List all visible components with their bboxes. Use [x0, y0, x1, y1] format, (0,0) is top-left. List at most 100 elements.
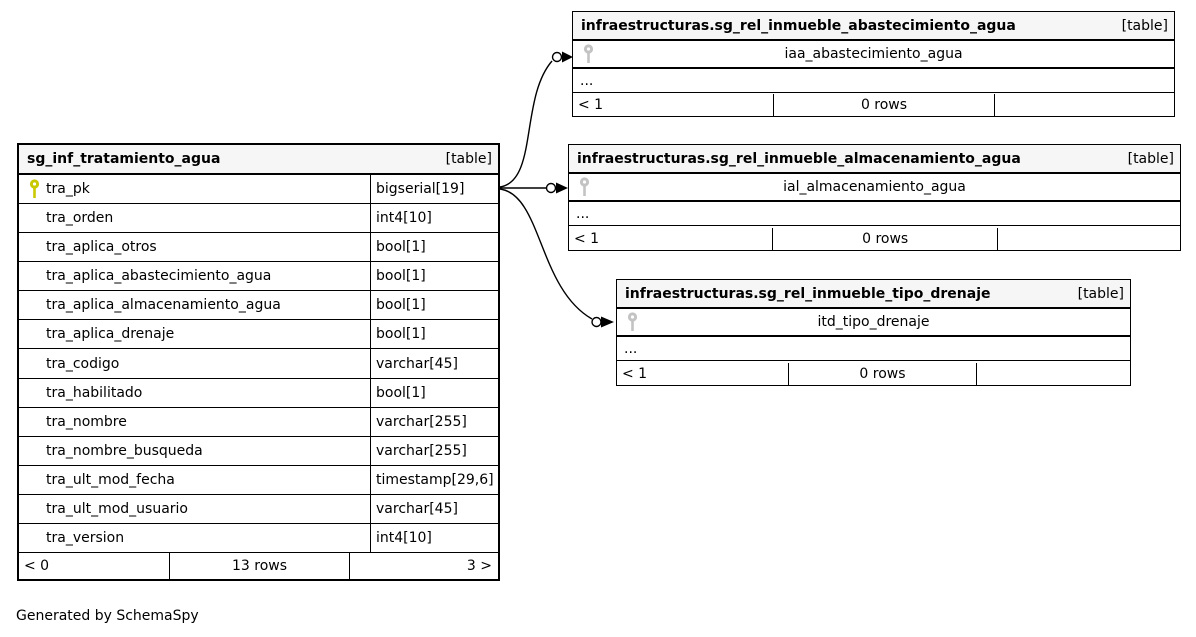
connector-line-abastecimiento: [499, 60, 553, 188]
table-name[interactable]: infraestructuras.sg_rel_inmueble_almacen…: [577, 150, 1021, 167]
table-row: tra_ult_mod_usuario varchar[45]: [19, 494, 498, 524]
table-footer: < 1 0 rows: [617, 363, 1130, 385]
column-name: tra_aplica_otros: [46, 239, 157, 256]
column-name-cell: tra_nombre: [19, 408, 370, 436]
column-type: bool[1]: [370, 320, 498, 349]
primary-key-icon: [29, 179, 40, 199]
table-row: tra_nombre_busqueda varchar[255]: [19, 436, 498, 466]
footer-row-count: 13 rows: [169, 553, 350, 579]
ellipsis-row: ...: [573, 69, 1174, 93]
table-row: tra_codigo varchar[45]: [19, 349, 498, 379]
column-name-cell: tra_aplica_drenaje: [19, 320, 370, 348]
column-name: tra_nombre_busqueda: [46, 442, 203, 459]
column-type: int4[10]: [370, 204, 498, 233]
footer-children: [995, 94, 1174, 116]
table-footer: < 0 13 rows 3 >: [19, 553, 498, 579]
footer-row-count: 0 rows: [787, 363, 978, 385]
column-type: int4[10]: [370, 523, 498, 553]
column-name-cell: tra_pk: [19, 175, 370, 203]
column-type: bool[1]: [370, 262, 498, 291]
column-type: varchar[255]: [370, 436, 498, 465]
table-sg-rel-inmueble-tipo-drenaje: infraestructuras.sg_rel_inmueble_tipo_dr…: [616, 279, 1131, 386]
column-name-cell: tra_aplica_otros: [19, 233, 370, 261]
column-name-cell: tra_habilitado: [19, 379, 370, 407]
column-name: tra_nombre: [46, 413, 127, 430]
table-name[interactable]: sg_inf_tratamiento_agua: [27, 151, 221, 167]
column-name-cell: tra_aplica_abastecimiento_agua: [19, 262, 370, 290]
column-name-cell: tra_version: [19, 524, 370, 552]
table-footer: < 1 0 rows: [569, 228, 1180, 250]
column-name: ial_almacenamiento_agua: [783, 179, 966, 195]
table-row: tra_version int4[10]: [19, 523, 498, 554]
table-row: iaa_abastecimiento_agua: [573, 41, 1174, 69]
table-row: tra_aplica_almacenamiento_agua bool[1]: [19, 291, 498, 321]
footer-row-count: 0 rows: [772, 228, 998, 250]
table-row: tra_aplica_otros bool[1]: [19, 233, 498, 263]
table-row: tra_ult_mod_fecha timestamp[29,6]: [19, 465, 498, 495]
column-name-cell: tra_codigo: [19, 349, 370, 377]
footer-parents: < 1: [574, 231, 600, 247]
column-name-cell: tra_ult_mod_usuario: [19, 495, 370, 523]
connector-arrow-drenaje: [601, 316, 614, 328]
column-name: tra_codigo: [46, 355, 120, 372]
table-header: infraestructuras.sg_rel_inmueble_almacen…: [569, 145, 1180, 174]
column-type: varchar[45]: [370, 494, 498, 523]
column-type: bool[1]: [370, 291, 498, 320]
column-name: tra_orden: [46, 210, 114, 227]
table-footer: < 1 0 rows: [573, 94, 1174, 116]
table-header: infraestructuras.sg_rel_inmueble_abastec…: [573, 12, 1174, 41]
table-header: sg_inf_tratamiento_agua [table]: [19, 145, 498, 175]
column-type: varchar[45]: [370, 349, 498, 378]
footer-children: [998, 228, 1180, 250]
table-row: itd_tipo_drenaje: [617, 309, 1130, 337]
generated-by-note: Generated by SchemaSpy: [16, 608, 199, 624]
column-name: tra_aplica_almacenamiento_agua: [46, 297, 281, 314]
footer-children: 3 >: [466, 558, 492, 574]
table-name[interactable]: infraestructuras.sg_rel_inmueble_tipo_dr…: [625, 285, 991, 302]
column-name: iaa_abastecimiento_agua: [784, 46, 963, 62]
connector-line-drenaje: [499, 188, 593, 320]
table-tag: [table]: [1121, 17, 1168, 34]
column-name: tra_aplica_abastecimiento_agua: [46, 268, 272, 285]
column-type: varchar[255]: [370, 407, 498, 436]
column-type: bool[1]: [370, 378, 498, 407]
key-icon: [583, 44, 594, 64]
column-name-cell: tra_nombre_busqueda: [19, 437, 370, 465]
column-name: tra_pk: [46, 181, 90, 198]
column-name: tra_aplica_drenaje: [46, 326, 175, 343]
footer-parents: < 1: [622, 366, 648, 382]
column-type: timestamp[29,6]: [370, 465, 498, 494]
table-row: tra_habilitado bool[1]: [19, 378, 498, 408]
table-name[interactable]: infraestructuras.sg_rel_inmueble_abastec…: [581, 17, 1016, 34]
column-name-cell: tra_aplica_almacenamiento_agua: [19, 291, 370, 319]
table-row: ial_almacenamiento_agua: [569, 174, 1180, 202]
table-tag: [table]: [1077, 285, 1124, 302]
table-row: tra_pk bigserial[19]: [19, 175, 498, 205]
table-sg-rel-inmueble-abastecimiento-agua: infraestructuras.sg_rel_inmueble_abastec…: [572, 11, 1175, 117]
table-row: tra_nombre varchar[255]: [19, 407, 498, 437]
footer-row-count: 0 rows: [773, 94, 995, 116]
table-sg-rel-inmueble-almacenamiento-agua: infraestructuras.sg_rel_inmueble_almacen…: [568, 144, 1181, 251]
column-name-cell: tra_orden: [19, 204, 370, 232]
table-row: tra_orden int4[10]: [19, 204, 498, 234]
ellipsis-row: ...: [617, 337, 1130, 361]
column-name: tra_ult_mod_usuario: [46, 500, 188, 517]
column-type: bool[1]: [370, 233, 498, 262]
table-row: tra_aplica_drenaje bool[1]: [19, 320, 498, 350]
column-name: tra_version: [46, 529, 125, 546]
key-icon: [627, 312, 638, 332]
table-header: infraestructuras.sg_rel_inmueble_tipo_dr…: [617, 280, 1130, 309]
key-icon: [579, 177, 590, 197]
connector-arrow-abastecimiento: [562, 51, 573, 63]
connector-arrow-almacenamiento: [556, 182, 568, 194]
table-tag: [table]: [445, 151, 492, 167]
column-name-cell: tra_ult_mod_fecha: [19, 466, 370, 494]
column-name: tra_habilitado: [46, 384, 143, 401]
ellipsis-row: ...: [569, 202, 1180, 226]
connector-circle-almacenamiento: [545, 182, 557, 194]
footer-children: [977, 363, 1130, 385]
connector-circle-drenaje: [591, 316, 602, 328]
column-name: itd_tipo_drenaje: [817, 314, 930, 330]
column-type: bigserial[19]: [370, 175, 498, 204]
